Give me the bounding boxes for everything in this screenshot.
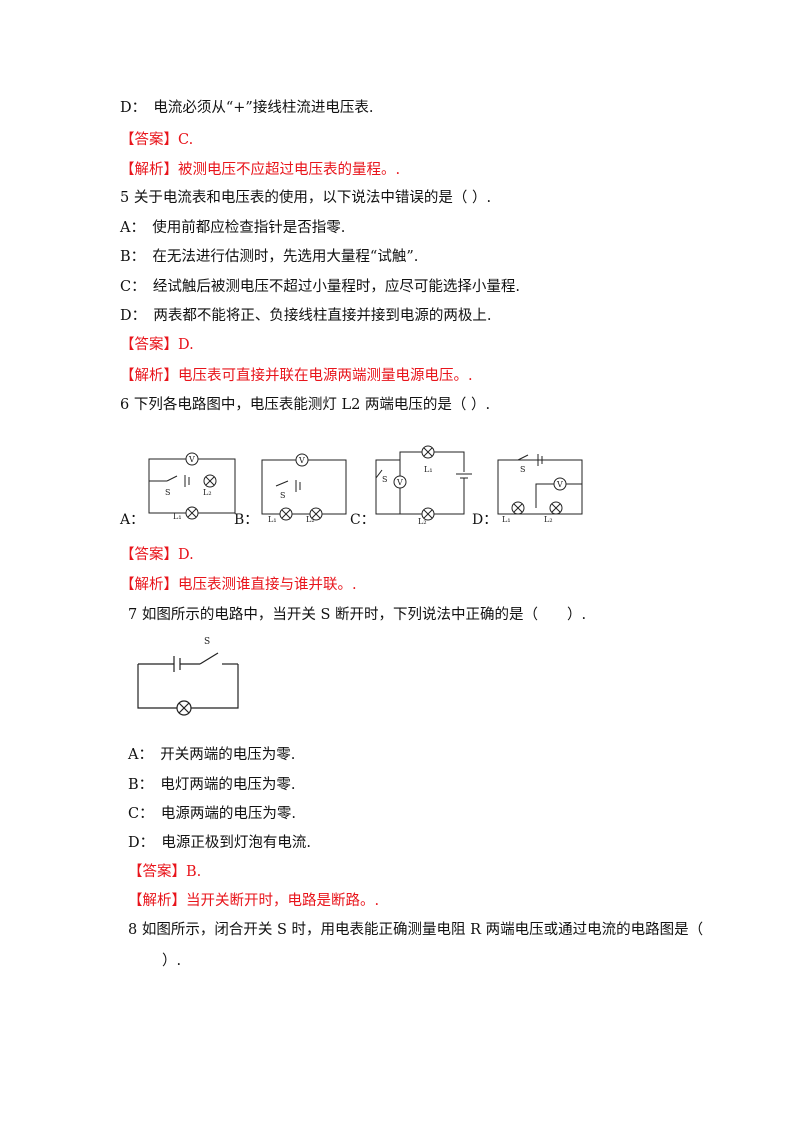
q6-label-b: B： <box>234 512 259 528</box>
q6-label-c: C： <box>350 512 375 528</box>
q8-stem-line1: 8 如图所示，闭合开关 S 时，用电表能正确测量电阻 R 两端电压或通过电流的电… <box>128 922 704 938</box>
q6-label-a: A： <box>120 512 145 528</box>
q7-option-d: D： 电源正极到灯泡有电流. <box>128 835 311 851</box>
q4-answer: 【答案】C. <box>120 132 194 148</box>
q5-option-b: B： 在无法进行估测时，先选用大量程“试触”. <box>120 249 419 265</box>
svg-text:L₂: L₂ <box>203 488 212 497</box>
circuit-c: V S L₁ L₂ <box>372 438 472 528</box>
svg-text:S: S <box>520 465 525 474</box>
q7-answer: 【答案】B. <box>128 864 202 880</box>
svg-text:S: S <box>382 475 387 484</box>
svg-text:V: V <box>556 480 563 489</box>
q6-answer: 【答案】D. <box>120 547 194 563</box>
svg-text:L₁: L₁ <box>424 465 433 474</box>
circuit-b: V S L₁ L₂ <box>258 448 350 528</box>
circuit-a: V S L₂ L₁ <box>145 445 240 525</box>
svg-text:L₂: L₂ <box>306 515 315 524</box>
q5-answer: 【答案】D. <box>120 337 194 353</box>
q8-stem-line2: ）. <box>162 953 182 969</box>
q5-stem: 5 关于电流表和电压表的使用，以下说法中错误的是（ ）. <box>120 190 492 206</box>
svg-text:V: V <box>188 455 195 464</box>
q4-option-d: D： 电流必须从“+”接线柱流进电压表. <box>120 100 374 116</box>
q7-analysis: 【解析】当开关断开时，电路是断路。. <box>128 893 380 909</box>
svg-text:L₁: L₁ <box>502 515 511 524</box>
svg-text:L₂: L₂ <box>544 515 553 524</box>
q7-option-c: C： 电源两端的电压为零. <box>128 806 296 822</box>
svg-text:L₁: L₁ <box>173 512 182 521</box>
circuit-d: V S L₁ L₂ <box>494 448 586 528</box>
q5-analysis: 【解析】电压表可直接并联在电源两端测量电源电压。. <box>120 368 473 384</box>
q7-stem: 7 如图所示的电路中，当开关 S 断开时，下列说法中正确的是（ ）. <box>128 607 587 623</box>
q5-option-d: D： 两表都不能将正、负接线柱直接并接到电源的两极上. <box>120 308 492 324</box>
q7-option-a: A： 开关两端的电压为零. <box>128 747 296 763</box>
svg-text:V: V <box>298 456 305 465</box>
circuit-q7: S <box>130 632 248 728</box>
svg-text:V: V <box>396 478 403 487</box>
q5-option-a: A： 使用前都应检查指针是否指零. <box>120 220 346 236</box>
q6-analysis: 【解析】电压表测谁直接与谁并联。. <box>120 577 357 593</box>
svg-text:S: S <box>280 491 285 500</box>
q7-option-b: B： 电灯两端的电压为零. <box>128 777 296 793</box>
svg-text:S: S <box>204 637 210 647</box>
q5-option-c: C： 经试触后被测电压不超过小量程时，应尽可能选择小量程. <box>120 279 520 295</box>
svg-text:L₂: L₂ <box>418 517 427 524</box>
svg-text:S: S <box>165 488 170 497</box>
q6-label-d: D： <box>472 512 498 528</box>
svg-text:L₁: L₁ <box>268 515 277 524</box>
q6-stem: 6 下列各电路图中，电压表能测灯 L2 两端电压的是（ ）. <box>120 397 491 413</box>
q4-analysis: 【解析】被测电压不应超过电压表的量程。. <box>120 162 401 178</box>
